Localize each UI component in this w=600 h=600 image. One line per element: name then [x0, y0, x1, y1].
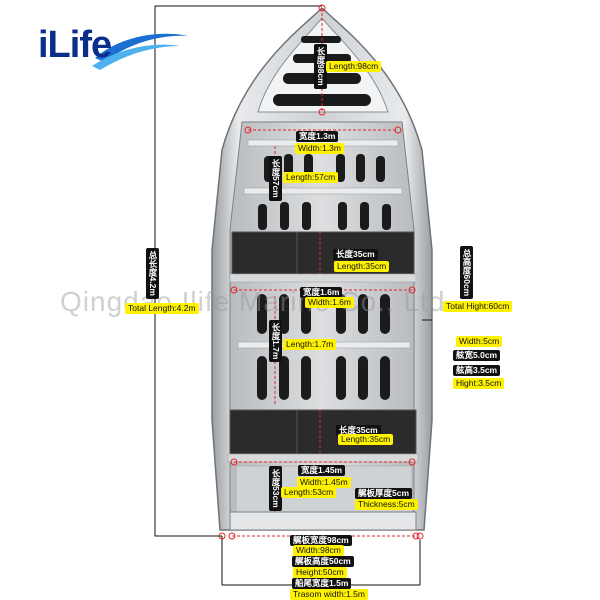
seat1-length-zh: 长度35cm	[333, 249, 378, 260]
watermark: Qingdao Ilife Marine Co., Ltd.	[60, 286, 455, 317]
total-height-en: Total Hight:60cm	[443, 301, 513, 312]
total-length-zh: 总长度4.2m	[146, 248, 159, 299]
width1-en: Width:1.3m	[295, 143, 344, 154]
bow-deck-length-zh: 长度98cm	[314, 44, 327, 89]
width2-zh: 宽度1.6m	[300, 287, 343, 298]
gunwale-width-zh: 舷宽5.0cm	[453, 350, 501, 361]
transom-width-en: Trasom width:1.5m	[290, 589, 368, 600]
length17-zh: 长度1.7m	[269, 320, 282, 363]
length57-zh: 长度57cm	[269, 156, 282, 201]
transom	[229, 511, 417, 531]
transom-plate-width-zh: 艉板宽度98cm	[290, 535, 352, 546]
transom-plate-width-en: Width:98cm	[293, 545, 344, 556]
width1-zh: 宽度1.3m	[296, 131, 339, 142]
transom-plate-height-zh: 艉板高度50cm	[292, 556, 354, 567]
gunwale-height-zh: 舷高3.5cm	[453, 365, 501, 376]
plate-thickness-en: Thickness:5cm	[355, 499, 418, 510]
plate-thickness-zh: 艉板厚度5cm	[355, 488, 413, 499]
total-height-zh: 总高度60cm	[460, 246, 473, 300]
seat2-length-zh: 长度35cm	[336, 425, 381, 436]
seat1-length-en: Length:35cm	[334, 261, 390, 272]
brand-logo: iLife	[38, 24, 112, 67]
rear-seat	[229, 409, 417, 455]
bow-deck-length-en: Length:98cm	[326, 61, 382, 72]
total-length-en: Total Length:4.2m	[125, 303, 199, 314]
length53-en: Length:53cm	[281, 487, 337, 498]
gunwale-width-en: Width:5cm	[456, 336, 503, 347]
logo-swoosh	[92, 33, 188, 70]
transom-width-zh: 船尾宽度1.5m	[292, 578, 352, 589]
bow-grip-pad	[301, 36, 341, 43]
length17-en: Length:1.7m	[283, 339, 337, 350]
gunwale-height-en: Hight:3.5cm	[453, 378, 505, 389]
seat2-length-en: Length:35cm	[338, 434, 394, 445]
width2-en: Width:1.6m	[305, 297, 354, 308]
logo-text: iLife	[38, 24, 112, 66]
floor-pads-middle	[257, 294, 390, 400]
width3-en: Width:1.45m	[297, 477, 351, 488]
transom-plate-height-en: Height:50cm	[293, 567, 347, 578]
width3-zh: 宽度1.45m	[298, 465, 346, 476]
length57-en: Length:57cm	[283, 172, 339, 183]
length53-zh: 长度53cm	[269, 466, 282, 511]
